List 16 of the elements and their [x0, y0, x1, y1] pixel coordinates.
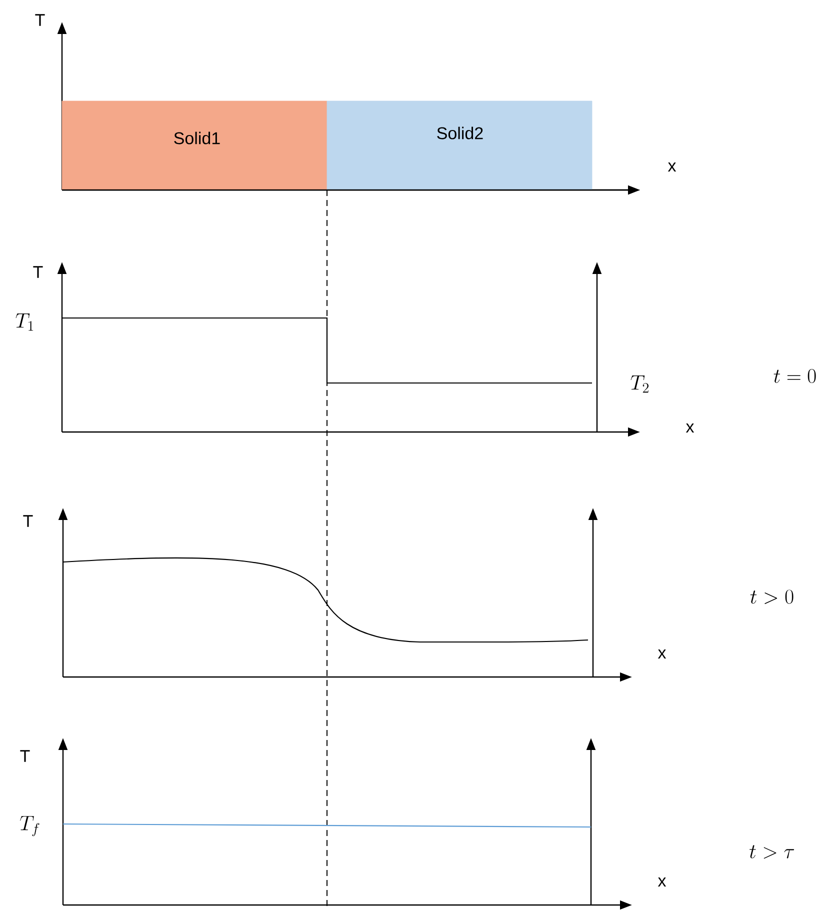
axis-label: x	[686, 424, 694, 432]
math-label: $T_1$	[16, 313, 34, 331]
math-label: $t > 0$	[750, 590, 794, 604]
math-label: $T_f$	[20, 816, 40, 836]
math-label: $t > \tau$	[750, 845, 794, 859]
axis-label: T	[20, 750, 30, 762]
material-block: Solid1	[62, 100, 328, 190]
axis-label: T	[23, 515, 33, 527]
material-block: Solid2	[326, 100, 592, 190]
math-label: $t = 0$	[774, 368, 816, 384]
axis-label: x	[658, 878, 666, 886]
axis-label: T	[33, 266, 43, 278]
axis-label: x	[668, 162, 676, 172]
axis-label: x	[658, 650, 666, 658]
axis-label: T	[35, 14, 45, 26]
math-label: $T_2$	[630, 375, 648, 393]
